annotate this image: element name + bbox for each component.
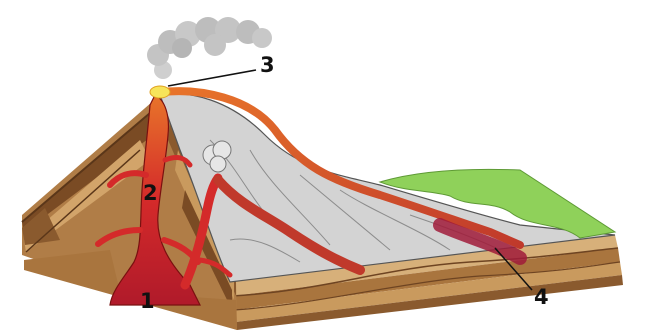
label-lava-flow: 4 — [534, 285, 549, 309]
leader-line-3 — [168, 70, 256, 86]
label-vent-chamber: 1 — [140, 289, 155, 313]
label-crater: 3 — [260, 53, 275, 77]
crater-glow — [150, 86, 170, 98]
smoke-plume — [147, 17, 272, 79]
label-conduit: 2 — [143, 181, 158, 205]
